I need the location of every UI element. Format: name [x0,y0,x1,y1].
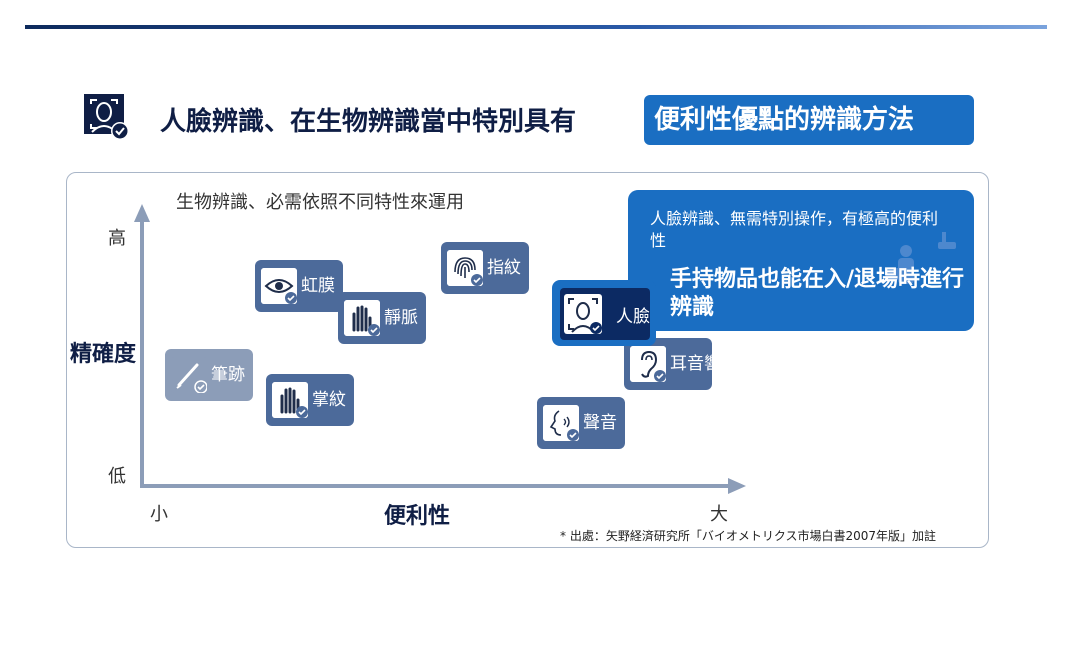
hand-icon [344,300,380,336]
item-fingerprint: 指紋 [441,242,529,294]
fingerprint-icon [447,250,483,286]
panel-subtitle: 生物辨識、必需依照不同特性來運用 [176,192,464,213]
callout-subtext: 人臉辨識、無需特別操作，有極高的便利性 [650,209,939,250]
y-tick-high: 高 [108,228,126,249]
x-tick-low: 小 [150,504,168,525]
item-voice: 聲音 [537,397,625,449]
item-palm-label: 掌紋 [312,390,346,410]
voice-icon [543,405,579,441]
face-check-icon [84,94,129,140]
callout-main-text: 手持物品也能在入/退場時進行辨識 [670,267,965,320]
item-signature: 筆跡 [165,349,253,401]
ear-icon [630,346,666,382]
eye-icon [261,268,297,304]
y-axis-label: 精確度 [70,342,137,367]
page-title: 人臉辨識、在生物辨識當中特別具有 [160,107,577,137]
callout-box [628,190,974,331]
y-axis-arrow [134,204,150,222]
item-palm: 掌紋 [266,374,354,426]
item-ear-label: 耳音響 [670,354,721,374]
chart-panel [66,172,989,548]
palm-icon [272,382,308,418]
item-voice-label: 聲音 [583,413,617,433]
item-face-label: 人臉 [616,307,650,327]
item-iris-label: 虹膜 [301,276,335,296]
source-note: * 出處：矢野経済研究所「バイオメトリクス市場白書2007年版」加註 [560,529,936,543]
x-axis-label: 便利性 [384,504,451,529]
x-tick-high: 大 [710,504,728,525]
item-iris: 虹膜 [255,260,343,312]
pen-icon [171,357,207,393]
page-title-highlight: 便利性優點的辨識方法 [644,95,974,145]
face-icon [564,294,602,334]
item-fingerprint-label: 指紋 [487,258,521,278]
item-face: 人臉 [560,288,650,340]
item-signature-label: 筆跡 [211,365,245,385]
person-camera-icon [886,232,956,284]
item-vein-label: 靜脈 [384,308,418,328]
y-tick-low: 低 [108,466,126,487]
item-ear: 耳音響 [624,338,721,390]
top-rule [25,25,1047,29]
item-vein: 靜脈 [338,292,426,344]
x-axis-arrow [728,478,746,494]
